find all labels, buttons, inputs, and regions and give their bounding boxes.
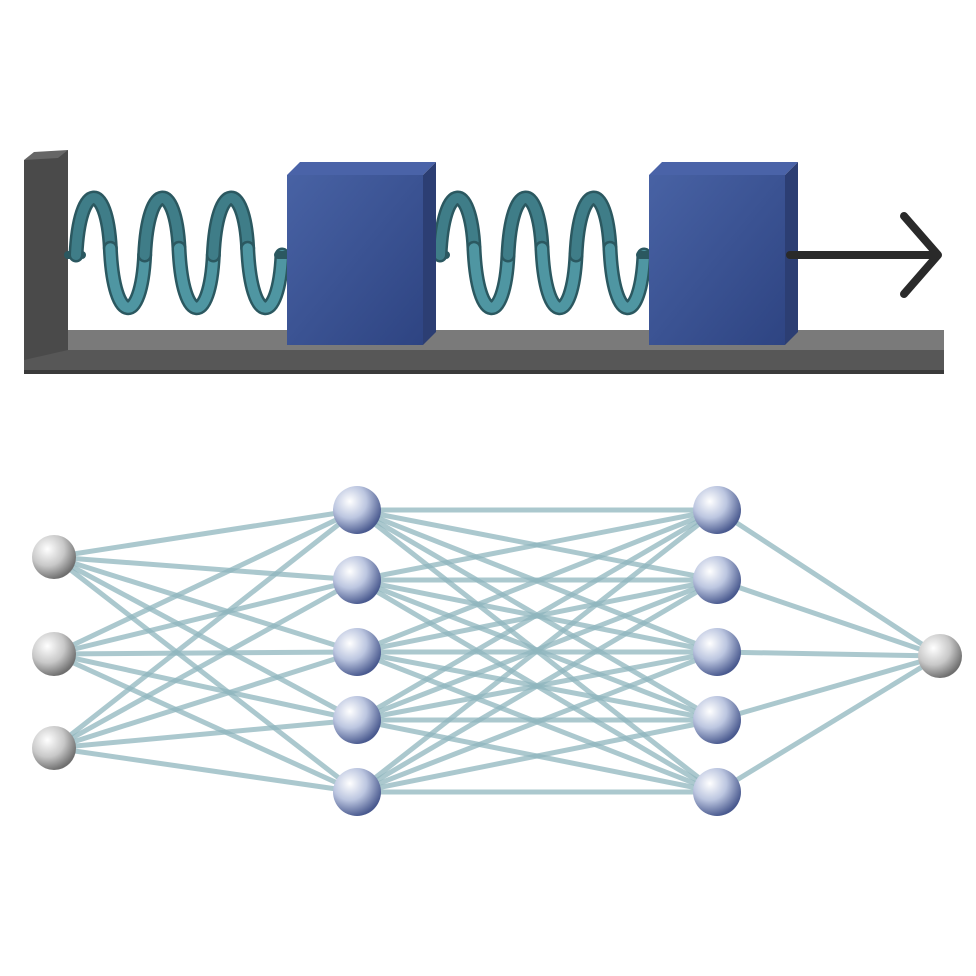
network-edge bbox=[356, 507, 718, 583]
network-edge bbox=[52, 508, 359, 750]
network-edge bbox=[53, 717, 358, 751]
network-edge bbox=[53, 577, 358, 657]
network-nodes bbox=[32, 486, 962, 816]
network-edge bbox=[52, 507, 359, 657]
hidden-neuron-node bbox=[693, 768, 741, 816]
network-edge bbox=[716, 653, 941, 723]
track-edge bbox=[24, 370, 944, 374]
network-edge bbox=[356, 717, 718, 795]
hidden-neuron-node bbox=[693, 696, 741, 744]
network-edge bbox=[355, 508, 719, 794]
mass-block-top bbox=[287, 162, 436, 175]
network-edge bbox=[53, 554, 358, 655]
hidden-neuron-node bbox=[693, 628, 741, 676]
network-edge bbox=[53, 651, 358, 723]
mass-block bbox=[287, 162, 436, 345]
hidden-neuron-node bbox=[693, 486, 741, 534]
hidden-neuron-node bbox=[693, 556, 741, 604]
mass-block-front bbox=[649, 175, 785, 345]
mass-block-side bbox=[423, 162, 436, 345]
network-edge bbox=[53, 554, 358, 583]
network-edges bbox=[52, 507, 942, 795]
network-edge bbox=[52, 651, 359, 795]
mass-block-top bbox=[649, 162, 798, 175]
network-edge bbox=[53, 507, 358, 560]
network-edge bbox=[716, 577, 941, 659]
wall-shape bbox=[24, 150, 68, 360]
spring-icon bbox=[428, 190, 656, 316]
network-edge bbox=[715, 507, 942, 659]
input-neuron-node bbox=[32, 726, 76, 770]
network-edge bbox=[53, 649, 358, 751]
network-edge bbox=[356, 649, 718, 795]
network-edge bbox=[52, 577, 359, 751]
network-edge bbox=[356, 507, 718, 655]
mass-block-front bbox=[287, 175, 423, 345]
output-neuron-node bbox=[918, 634, 962, 678]
network-edge bbox=[355, 507, 719, 723]
network-edge bbox=[715, 653, 942, 795]
mass-spring-system bbox=[24, 150, 944, 374]
network-edge bbox=[716, 649, 941, 659]
input-neuron-node bbox=[32, 632, 76, 676]
network-edge bbox=[355, 577, 719, 795]
hidden-neuron-node bbox=[333, 486, 381, 534]
network-edge bbox=[53, 745, 358, 795]
input-neuron-node bbox=[32, 535, 76, 579]
track-top bbox=[24, 330, 944, 352]
network-edge bbox=[52, 555, 359, 794]
wall-side bbox=[24, 150, 68, 160]
neural-network bbox=[32, 486, 962, 816]
hidden-neuron-node bbox=[333, 628, 381, 676]
network-edge bbox=[53, 649, 358, 657]
hidden-neuron-node bbox=[333, 696, 381, 744]
hidden-neuron-node bbox=[333, 768, 381, 816]
mass-block bbox=[649, 162, 798, 345]
spring-icon bbox=[64, 190, 294, 316]
hidden-neuron-node bbox=[333, 556, 381, 604]
arrow-right-icon bbox=[786, 212, 942, 298]
network-edge bbox=[52, 554, 359, 723]
